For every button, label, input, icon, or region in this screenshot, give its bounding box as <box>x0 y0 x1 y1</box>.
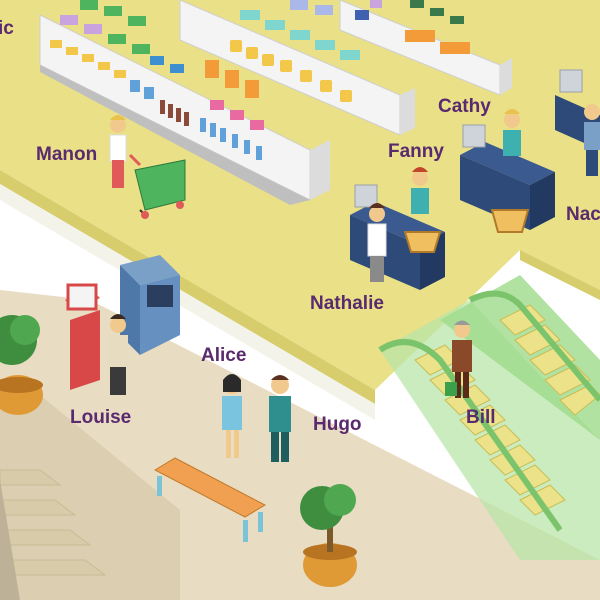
person-cathy <box>503 109 521 156</box>
label-fanny: Fanny <box>388 141 444 162</box>
person-manon <box>109 115 127 188</box>
shelf-unit-left <box>39 0 330 205</box>
person-bill <box>445 320 472 398</box>
shopping-cart <box>128 153 186 219</box>
label-hugo: Hugo <box>313 414 362 435</box>
lower-floor <box>0 290 600 600</box>
label-partial-right: Nac <box>566 204 600 225</box>
person-hugo <box>269 375 291 462</box>
ticket-kiosk <box>65 283 100 390</box>
plant-left <box>0 315 43 415</box>
person-fanny <box>411 167 429 214</box>
label-bill: Bill <box>466 407 496 428</box>
escalator <box>378 275 600 560</box>
person-nathalie <box>367 203 387 282</box>
basket <box>403 209 530 253</box>
bench <box>153 457 267 542</box>
label-nathalie: Nathalie <box>310 293 384 314</box>
label-louise: Louise <box>70 407 132 428</box>
label-cathy: Cathy <box>438 96 491 117</box>
shelf-unit-middle <box>179 0 415 136</box>
label-partial-top-left: ic <box>0 18 14 39</box>
shelf-unit-right <box>339 0 512 96</box>
label-alice: Alice <box>201 345 247 366</box>
person-right-edge <box>584 104 600 176</box>
label-manon: Manon <box>36 144 98 165</box>
plant-bottom <box>300 484 357 587</box>
person-alice <box>222 374 242 458</box>
atm-machine <box>120 255 180 355</box>
person-louise <box>108 314 128 395</box>
